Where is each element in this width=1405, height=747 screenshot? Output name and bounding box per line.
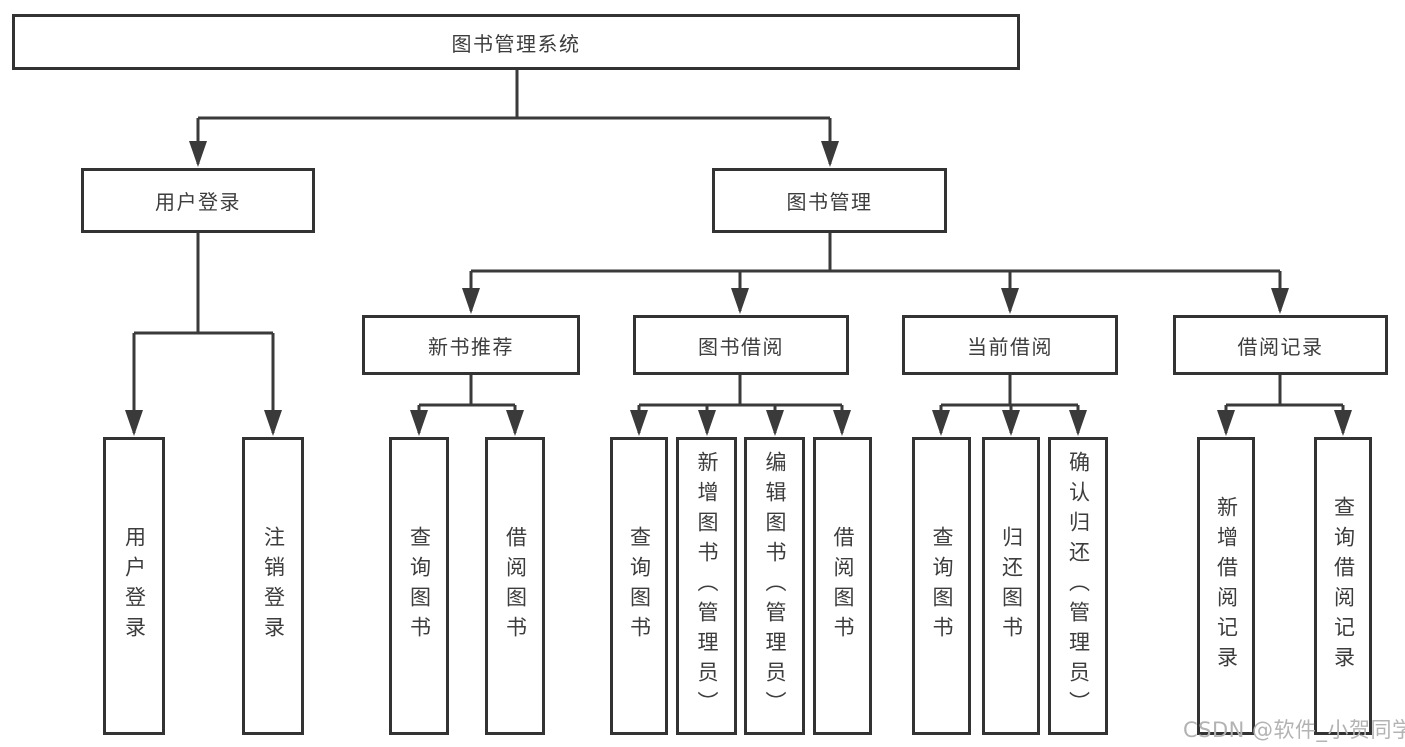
arrowhead	[1217, 410, 1235, 436]
node-user-login: 用户登录	[81, 168, 315, 233]
arrowhead	[1002, 410, 1020, 436]
connector-newbook-to-leaves	[417, 375, 517, 433]
leaf-borrowing-edit-books-admin: 编辑图书（管理员）	[744, 437, 805, 735]
arrowhead	[410, 410, 428, 436]
leaf-current-query-books: 查询图书	[912, 437, 971, 735]
arrowhead	[698, 410, 716, 436]
leaf-records-add-record: 新增借阅记录	[1197, 437, 1255, 735]
leaf-current-confirm-return-admin: 确认归还（管理员）	[1048, 437, 1108, 735]
arrowhead	[125, 410, 143, 436]
leaf-user-login: 用户登录	[103, 437, 165, 735]
node-root: 图书管理系统	[12, 14, 1020, 70]
leaf-borrowing-add-books-admin: 新增图书（管理员）	[676, 437, 737, 735]
connector-bookmgmt-to-level3	[469, 233, 1282, 311]
node-borrowing-records: 借阅记录	[1173, 315, 1388, 375]
arrowhead	[932, 410, 950, 436]
leaf-borrowing-borrow-books: 借阅图书	[813, 437, 872, 735]
arrowhead	[462, 288, 480, 314]
leaf-current-return-books: 归还图书	[982, 437, 1040, 735]
connector-paths	[132, 70, 1345, 433]
connector-arrowheads	[125, 141, 1352, 436]
leaf-logout: 注销登录	[242, 437, 304, 735]
arrowhead	[264, 410, 282, 436]
arrowhead	[630, 410, 648, 436]
leaf-records-query-record: 查询借阅记录	[1314, 437, 1372, 735]
node-book-management: 图书管理	[712, 168, 947, 233]
node-book-borrowing: 图书借阅	[633, 315, 849, 375]
connector-records-to-leaves	[1224, 375, 1345, 433]
csdn-watermark: CSDN @软件_小贺同学	[1183, 718, 1405, 742]
leaf-borrowing-query-books: 查询图书	[610, 437, 668, 735]
node-new-book-recommend: 新书推荐	[362, 315, 580, 375]
leaf-newbook-borrow-books: 借阅图书	[485, 437, 545, 735]
arrowhead	[1001, 288, 1019, 314]
arrowhead	[189, 141, 207, 167]
arrowhead	[731, 288, 749, 314]
arrowhead	[766, 410, 784, 436]
connector-root-to-level2	[196, 70, 832, 164]
leaf-newbook-query-books: 查询图书	[389, 437, 449, 735]
arrowhead	[1334, 410, 1352, 436]
arrowhead	[1069, 410, 1087, 436]
connector-borrowing-to-leaves	[637, 375, 844, 433]
arrowhead	[821, 141, 839, 167]
arrowhead	[1271, 288, 1289, 314]
connector-userlogin-to-leaves	[132, 233, 275, 433]
arrowhead	[506, 410, 524, 436]
arrowhead	[833, 410, 851, 436]
node-current-borrowing: 当前借阅	[902, 315, 1118, 375]
